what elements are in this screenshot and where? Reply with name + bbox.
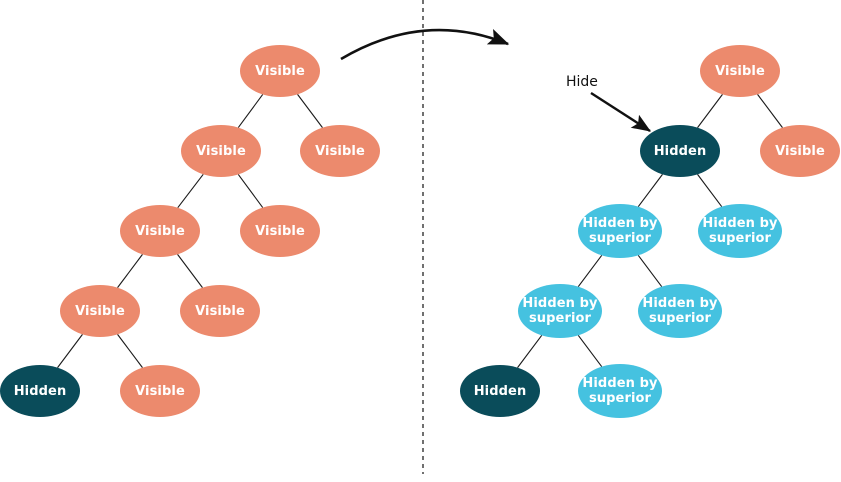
tree-edge [237, 94, 264, 128]
tree-node-label: Visible [315, 143, 365, 159]
tree-node-label: Hidden by superior [642, 296, 718, 326]
tree-node-label: Hidden by superior [522, 296, 598, 326]
tree-node-label: Visible [135, 223, 185, 239]
tree-edge [577, 334, 603, 368]
tree-node-label: Visible [135, 383, 185, 399]
tree-node-visible[interactable]: Visible [120, 205, 200, 257]
transition-arrow-icon [340, 28, 510, 61]
tree-node-visible[interactable]: Visible [300, 125, 380, 177]
tree-node-label: Hidden [13, 383, 67, 399]
tree-edge [177, 173, 204, 209]
tree-node-hidden-by-superior[interactable]: Hidden by superior [518, 284, 602, 338]
tree-node-label: Hidden [473, 383, 527, 399]
left-tree-edges [57, 94, 323, 368]
tree-node-hidden[interactable]: Hidden [640, 125, 720, 177]
tree-node-hidden-by-superior[interactable]: Hidden by superior [698, 204, 782, 258]
tree-node-visible[interactable]: Visible [120, 365, 200, 417]
tree-edge [177, 254, 203, 288]
tree-node-label: Visible [255, 223, 305, 239]
tree-edge [57, 334, 83, 368]
tree-node-label: Visible [196, 143, 246, 159]
tree-node-label: Visible [775, 143, 825, 159]
tree-edge [757, 94, 783, 128]
tree-node-hidden[interactable]: Hidden [0, 365, 80, 417]
tree-node-visible[interactable]: Visible [240, 45, 320, 97]
tree-node-visible[interactable]: Visible [181, 125, 261, 177]
tree-node-label: Hidden by superior [702, 216, 778, 246]
tree-edge [517, 334, 543, 368]
tree-node-label: Hidden [653, 143, 707, 159]
tree-edge [637, 174, 663, 208]
tree-node-label: Visible [195, 303, 245, 319]
tree-node-visible[interactable]: Visible [60, 285, 140, 337]
tree-edge [117, 334, 143, 368]
tree-node-label: Hidden by superior [582, 216, 658, 246]
tree-node-label: Visible [255, 63, 305, 79]
tree-node-hidden[interactable]: Hidden [460, 365, 540, 417]
tree-edge [577, 254, 603, 288]
tree-node-label: Hidden by superior [582, 376, 658, 406]
tree-node-hidden-by-superior[interactable]: Hidden by superior [578, 364, 662, 418]
tree-edge [117, 254, 143, 288]
right-tree-edges [517, 94, 783, 368]
tree-node-visible[interactable]: Visible [700, 45, 780, 97]
tree-node-hidden-by-superior[interactable]: Hidden by superior [638, 284, 722, 338]
tree-node-label: Visible [75, 303, 125, 319]
tree-edge [697, 174, 723, 208]
tree-node-visible[interactable]: Visible [760, 125, 840, 177]
tree-node-visible[interactable]: Visible [240, 205, 320, 257]
tree-edge [297, 94, 323, 128]
hide-arrow-icon [590, 91, 652, 133]
tree-node-hidden-by-superior[interactable]: Hidden by superior [578, 204, 662, 258]
tree-edge [237, 174, 264, 208]
tree-edge [637, 254, 663, 288]
tree-node-label: Visible [715, 63, 765, 79]
tree-node-visible[interactable]: Visible [180, 285, 260, 337]
tree-edge [697, 94, 723, 128]
hide-action-label: Hide [566, 74, 598, 90]
